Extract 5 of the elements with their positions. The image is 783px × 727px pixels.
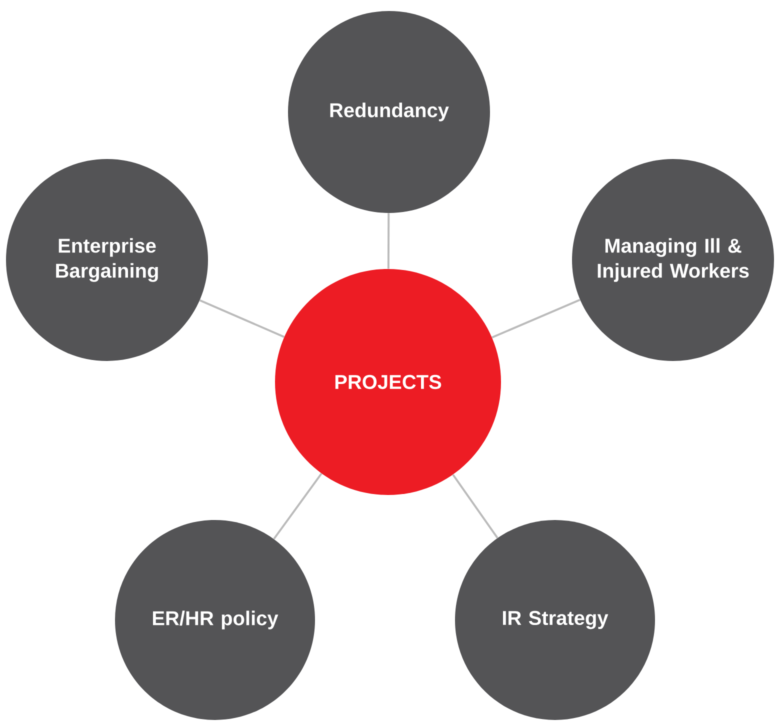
connector-line	[492, 298, 580, 338]
connector-line	[199, 299, 285, 338]
connector-line	[273, 472, 322, 540]
connector-line	[387, 213, 390, 269]
connector-line	[452, 474, 498, 539]
